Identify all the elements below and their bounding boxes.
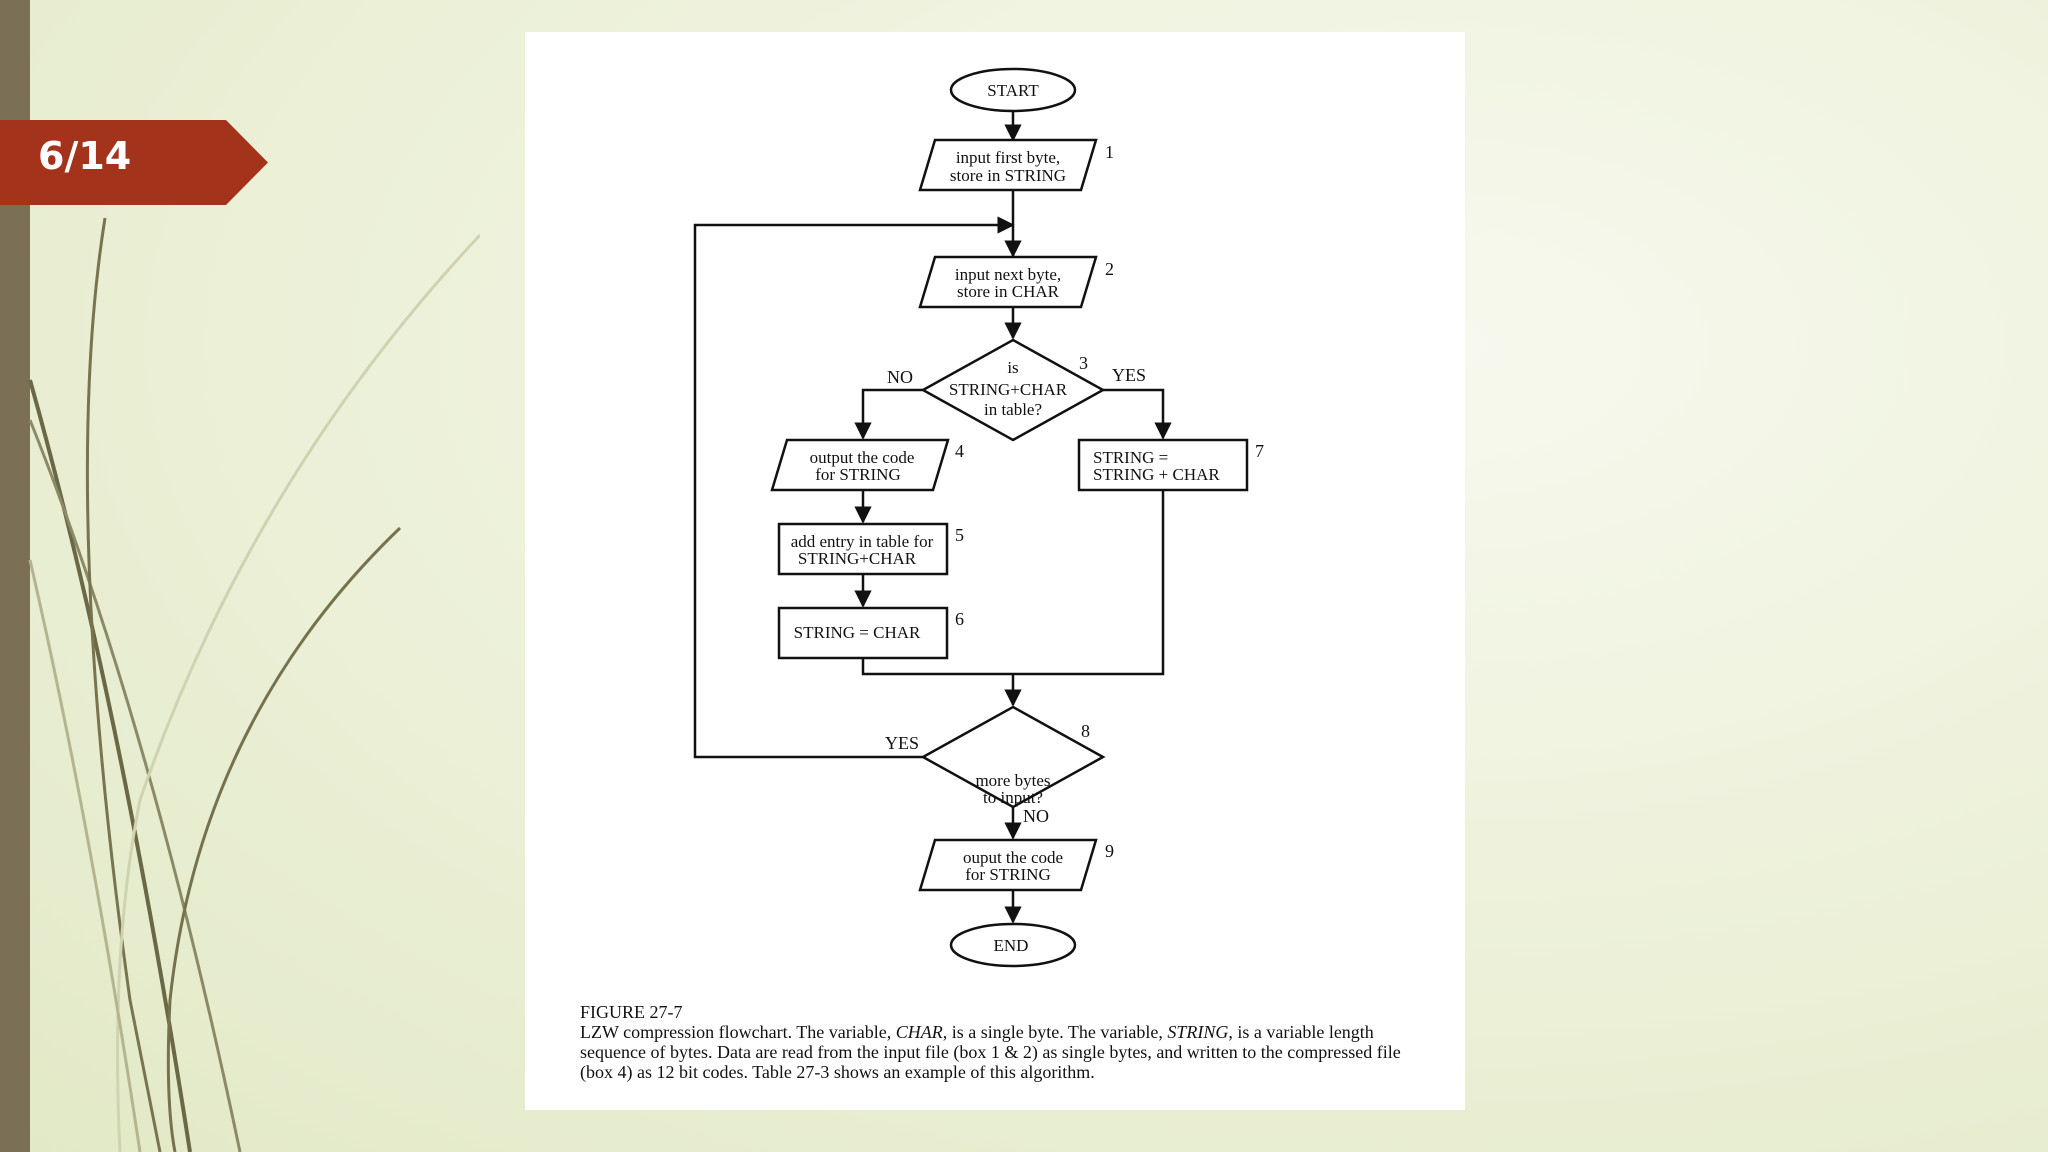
step-3-number: 3 bbox=[1079, 353, 1088, 373]
step-8-line-2: to input? bbox=[983, 788, 1043, 807]
end-label: END bbox=[994, 936, 1029, 955]
step-4-io bbox=[770, 438, 950, 492]
step-2-io bbox=[918, 255, 1098, 309]
figure-card: START input first byte, store in STRING … bbox=[525, 32, 1465, 1110]
figure-label: FIGURE 27-7 bbox=[580, 1002, 683, 1022]
flow-connectors bbox=[693, 111, 1172, 924]
step-5-process bbox=[777, 522, 949, 576]
page-number-label: 6/14 bbox=[38, 134, 132, 178]
decision-8-yes-label: YES bbox=[885, 733, 919, 753]
decision-8-no-label: NO bbox=[1023, 806, 1049, 826]
step-4-line-2: for STRING bbox=[815, 465, 900, 484]
caption-text-3: , is a variable length sequence of bytes… bbox=[580, 1022, 1401, 1082]
step-4-line-1: output the code bbox=[810, 448, 915, 467]
step-8-line-1: more bytes bbox=[975, 771, 1050, 790]
step-9-line-1: ouput the code bbox=[963, 848, 1063, 867]
step-5-line-1: add entry in table for bbox=[791, 532, 934, 551]
lzw-flowchart: START input first byte, store in STRING … bbox=[693, 67, 1264, 968]
step-2-line-1: input next byte, bbox=[955, 265, 1061, 284]
page-number-badge: 6/14 bbox=[0, 120, 268, 205]
step-1-io bbox=[918, 138, 1098, 192]
step-9-line-2: for STRING bbox=[965, 865, 1050, 884]
caption-string-variable: STRING bbox=[1167, 1022, 1229, 1042]
step-8-decision bbox=[920, 705, 1106, 809]
step-3-decision bbox=[920, 338, 1106, 442]
step-1-line-2: store in STRING bbox=[950, 166, 1066, 185]
caption-text-1: LZW compression flowchart. The variable, bbox=[580, 1022, 896, 1042]
step-5-number: 5 bbox=[955, 525, 964, 545]
caption-text-2: , is a single byte. The variable, bbox=[942, 1022, 1168, 1042]
step-7-line-1: STRING = bbox=[1093, 448, 1168, 467]
step-9-io bbox=[918, 838, 1098, 892]
start-label: START bbox=[987, 81, 1039, 100]
step-3-line-3: in table? bbox=[984, 400, 1042, 419]
step-1-line-1: input first byte, bbox=[956, 148, 1060, 167]
step-3-line-1: is bbox=[1007, 358, 1018, 377]
step-3-line-2: STRING+CHAR bbox=[949, 380, 1068, 399]
step-8-number: 8 bbox=[1081, 721, 1090, 741]
decision-3-yes-label: YES bbox=[1112, 365, 1146, 385]
decorative-grass-lines bbox=[28, 217, 480, 1152]
step-7-number: 7 bbox=[1255, 441, 1264, 461]
step-7-process bbox=[1077, 438, 1249, 492]
step-7-line-2: STRING + CHAR bbox=[1093, 465, 1220, 484]
step-9-number: 9 bbox=[1105, 841, 1114, 861]
step-6-line-1: STRING = CHAR bbox=[794, 623, 921, 642]
step-5-line-2: STRING+CHAR bbox=[798, 549, 917, 568]
end-terminal bbox=[949, 922, 1077, 968]
flow-shapes bbox=[770, 67, 1249, 968]
start-terminal bbox=[949, 67, 1077, 113]
caption-body: LZW compression flowchart. The variable,… bbox=[580, 1022, 1420, 1082]
step-2-line-2: store in CHAR bbox=[957, 282, 1060, 301]
step-4-number: 4 bbox=[955, 441, 964, 461]
step-6-number: 6 bbox=[955, 609, 964, 629]
caption-char-variable: CHAR bbox=[895, 1022, 943, 1042]
decision-3-no-label: NO bbox=[887, 367, 913, 387]
figure-caption: FIGURE 27-7 LZW compression flowchart. T… bbox=[580, 1002, 1420, 1082]
step-2-number: 2 bbox=[1105, 259, 1114, 279]
step-1-number: 1 bbox=[1105, 142, 1114, 162]
step-6-process bbox=[777, 606, 949, 660]
